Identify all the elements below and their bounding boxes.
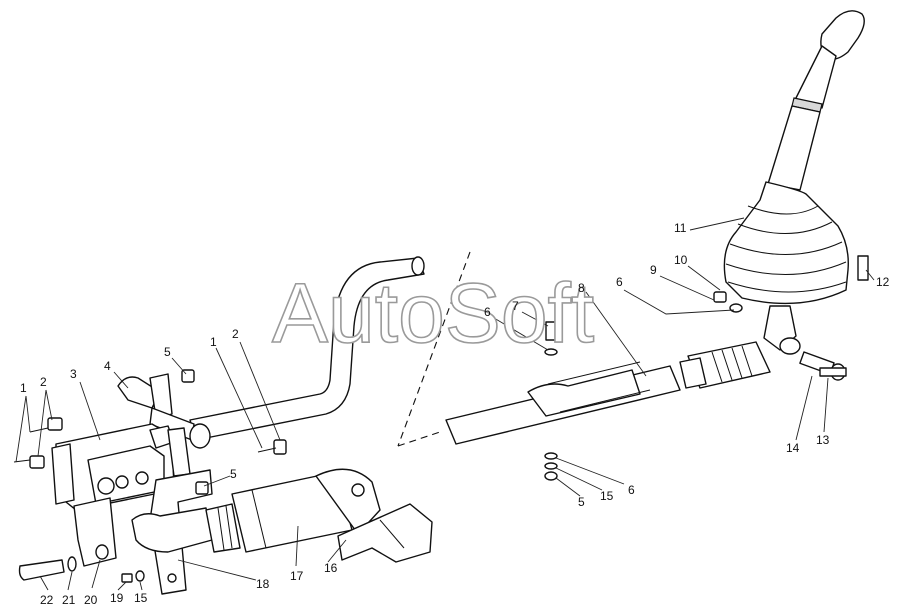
callout-2-left: 2 [40,375,47,389]
callout-18: 18 [256,577,270,591]
lower-bracket [73,497,117,567]
lever-boot [723,181,849,305]
callout-11: 11 [674,221,687,235]
cut-line-short [397,431,441,447]
callout-19: 19 [110,591,124,605]
watermark-text: AutoSoft [272,266,594,360]
callout-5-mid: 5 [230,467,237,481]
callout-labels: 1 2 3 4 5 2 1 6 7 8 6 9 10 11 12 14 13 6… [20,221,890,607]
callout-1-mid: 1 [210,335,217,349]
callout-17: 17 [290,569,304,583]
callout-6-lower: 6 [628,483,635,497]
joint-arm [117,373,211,449]
leader-lines [15,217,875,591]
bent-shift-rod [189,256,425,441]
callout-2-mid: 2 [232,327,239,341]
callout-1-left: 1 [20,381,27,395]
callout-5-right: 5 [578,495,585,509]
gear-lever [767,10,865,191]
bellows-rod [679,341,771,389]
callout-15-left: 15 [134,591,148,605]
callout-15-right: 15 [600,489,614,503]
callout-8: 8 [578,281,585,295]
callout-4: 4 [104,359,111,373]
shift-tube [445,361,681,445]
callout-7: 7 [512,299,519,313]
callout-21: 21 [62,593,76,607]
shift-housing [51,423,191,511]
callout-16: 16 [324,561,338,575]
callout-3: 3 [70,367,77,381]
callout-10: 10 [674,253,688,267]
callout-5-top: 5 [164,345,171,359]
cylinder-assembly [131,468,381,553]
support-bracket [337,503,433,563]
callout-20: 20 [84,593,98,607]
fasteners [13,255,869,583]
callout-14: 14 [786,441,800,455]
callout-9: 9 [650,263,657,277]
callout-12: 12 [876,275,890,289]
callout-6-upper: 6 [616,275,623,289]
callout-13: 13 [816,433,830,447]
cut-line [397,251,471,447]
callout-22: 22 [40,593,54,607]
callout-6-mid: 6 [484,305,491,319]
